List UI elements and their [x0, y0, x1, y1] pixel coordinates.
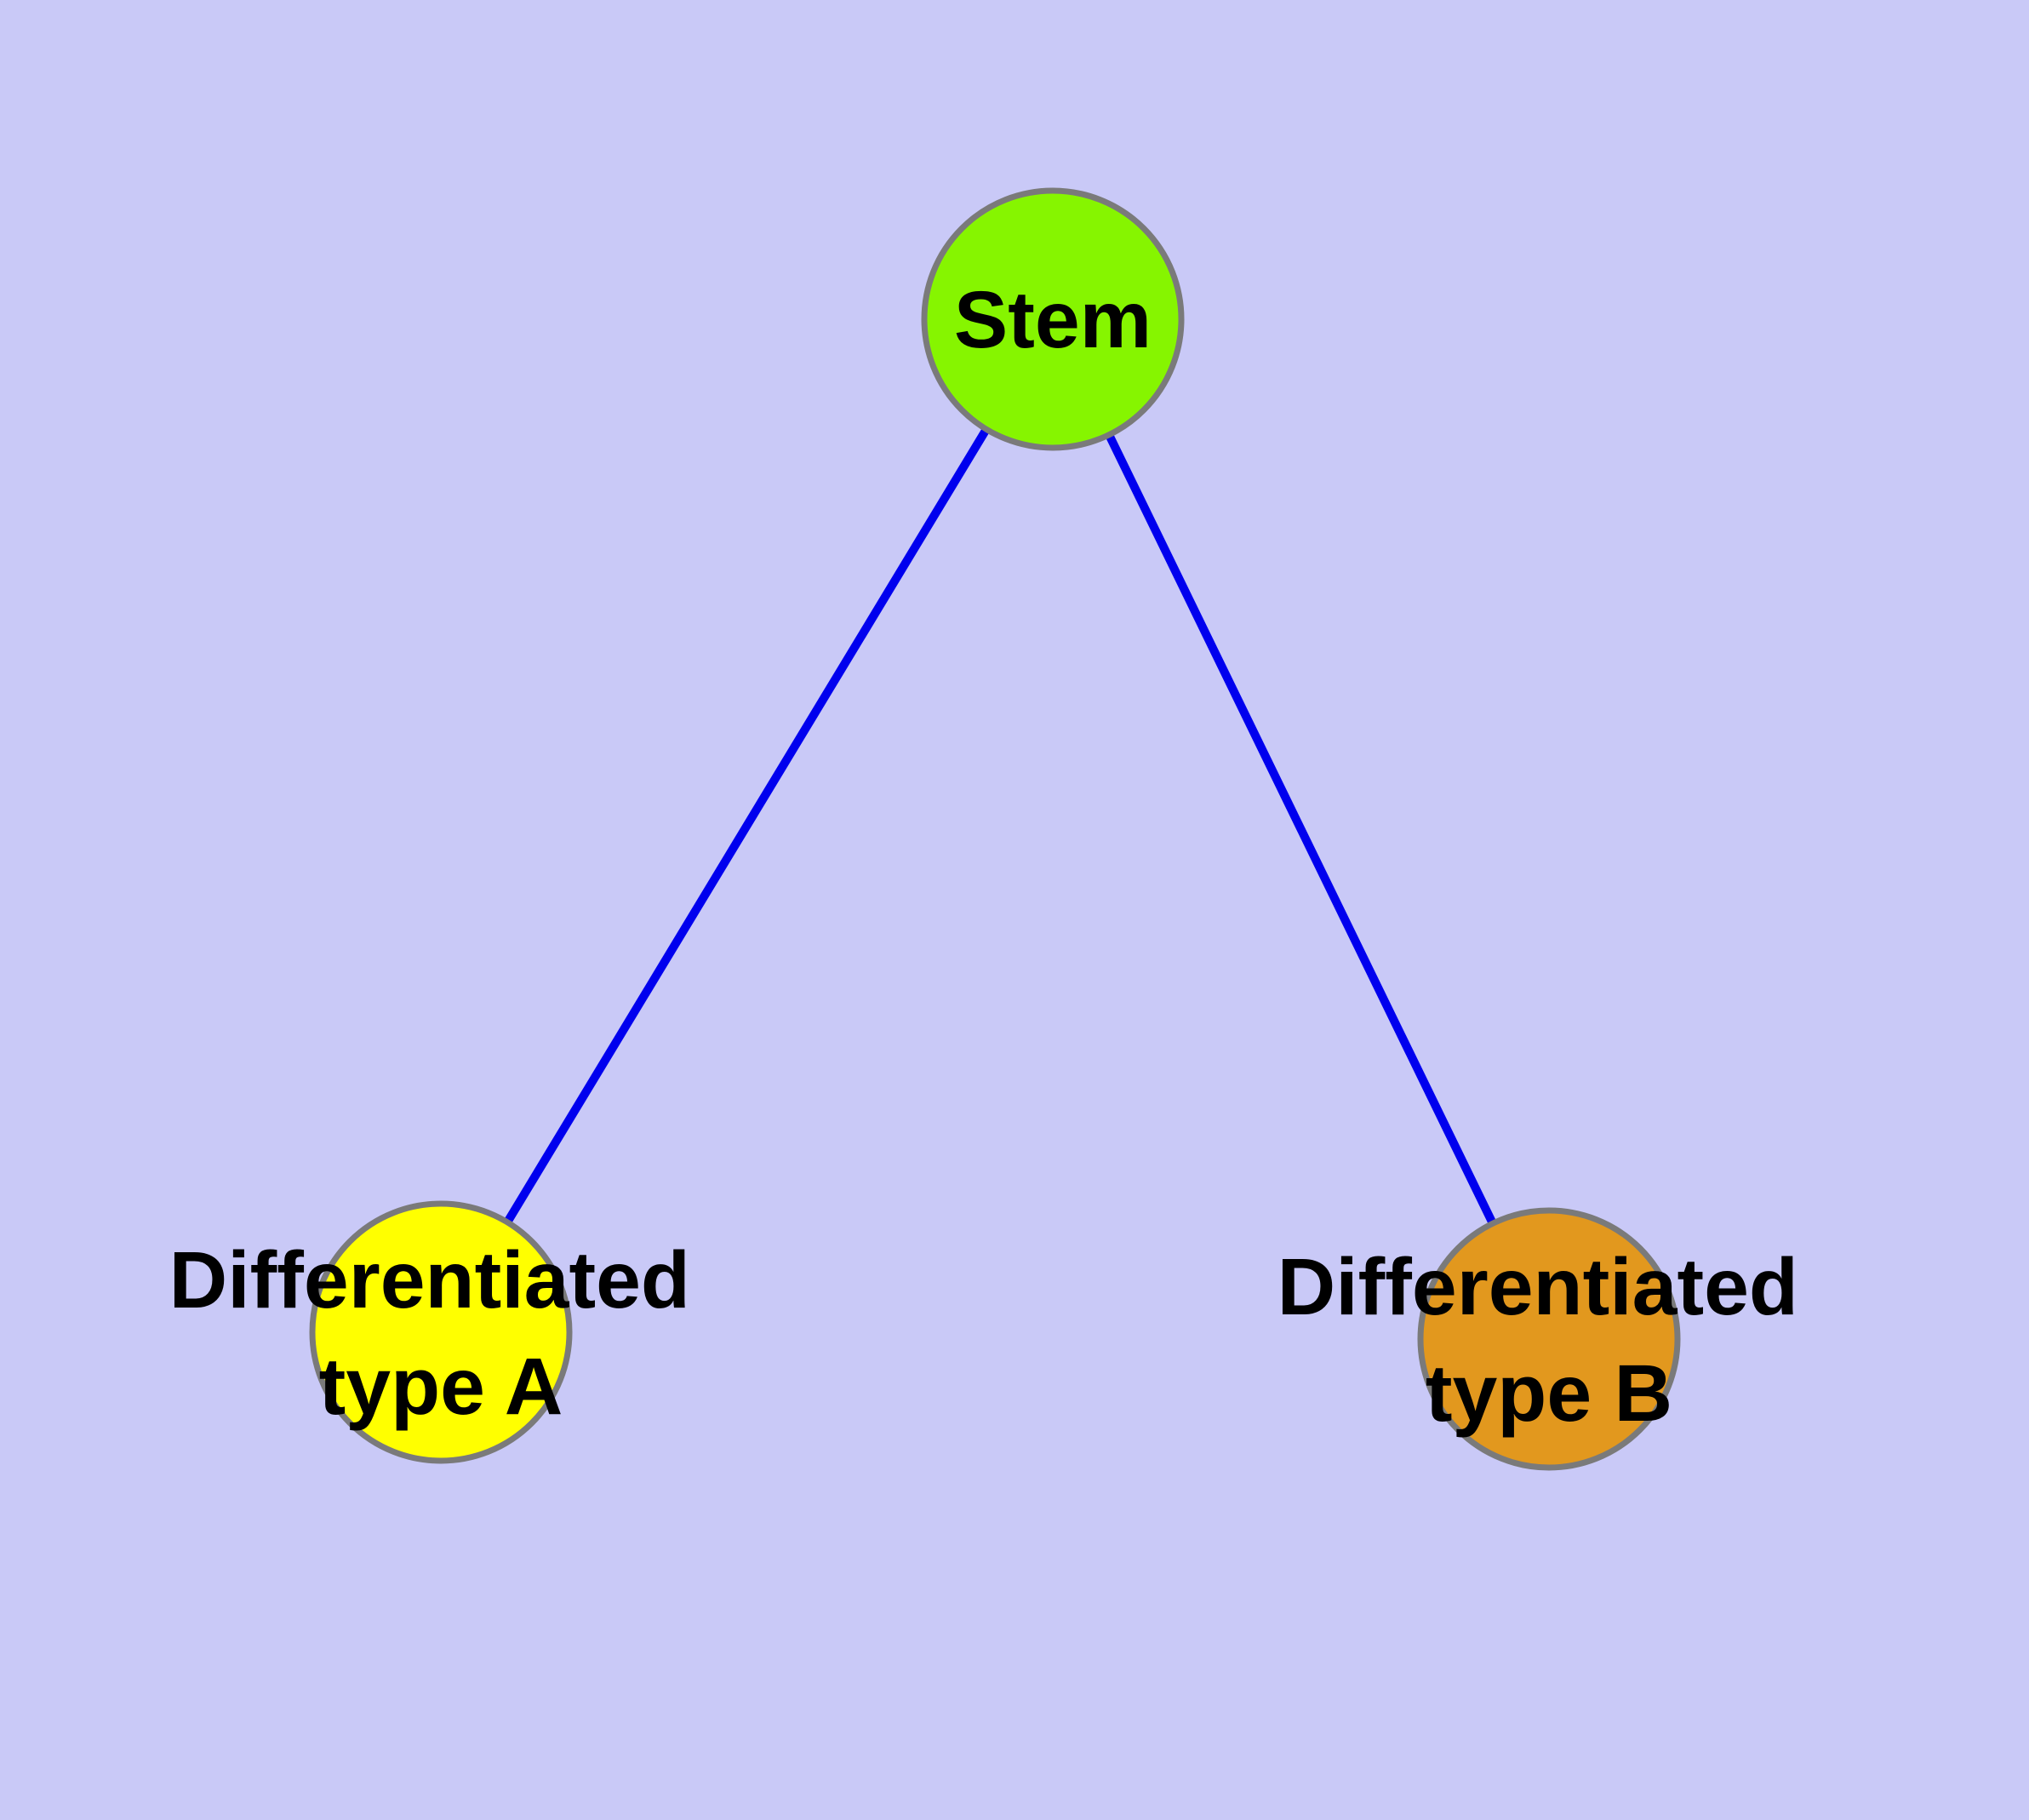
- node-type-b-circle: [1417, 1207, 1681, 1471]
- node-stem-label: Stem: [954, 275, 1152, 365]
- edge-stem-to-type-b: [1049, 317, 1553, 1342]
- node-type-a-label-line-1: Differentiated: [169, 1235, 690, 1325]
- label-layer: Stem Differentiated type A Differentiate…: [169, 275, 1821, 1439]
- node-type-a-circle: [309, 1200, 573, 1464]
- node-layer: [309, 187, 1681, 1471]
- node-type-a-label-line-2: type A: [319, 1342, 563, 1432]
- node-type-a-label: Differentiated type A: [169, 1235, 713, 1432]
- node-type-b-label: Differentiated type B: [1277, 1242, 1821, 1439]
- node-type-b-label-line-2: type B: [1426, 1348, 1672, 1439]
- edge-stem-to-type-a: [437, 317, 1057, 1335]
- node-stem-circle: [921, 187, 1185, 451]
- node-type-b-label-line-1: Differentiated: [1277, 1242, 1798, 1332]
- edge-layer: [437, 317, 1553, 1342]
